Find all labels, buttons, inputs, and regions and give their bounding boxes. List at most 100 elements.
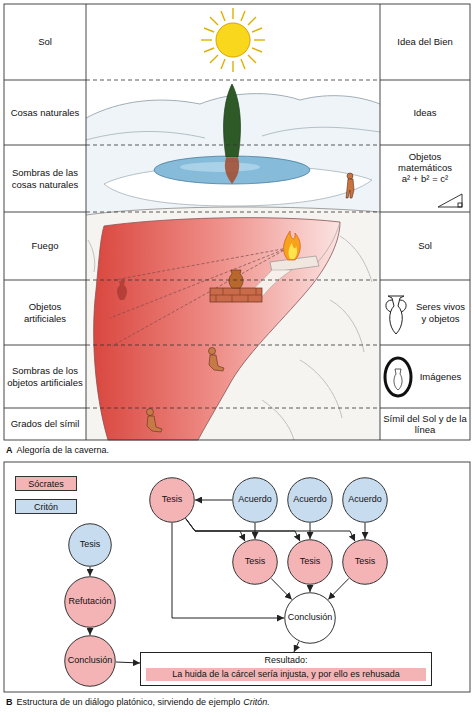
table-lines xyxy=(86,4,87,440)
rock-mass xyxy=(86,207,380,440)
light-rays xyxy=(114,248,288,280)
thesis-circle: Tesis xyxy=(287,539,333,585)
arrow-connector xyxy=(90,567,91,576)
table-lines xyxy=(4,4,470,440)
arrow-connector xyxy=(365,523,366,539)
node-text: Tesis xyxy=(80,540,101,550)
node-text: Ideas xyxy=(413,107,436,118)
thesis-circle: Tesis xyxy=(68,523,112,567)
triangle-icon xyxy=(438,194,462,207)
sun xyxy=(201,8,265,72)
arrow-connector xyxy=(116,662,140,663)
cave-path xyxy=(318,222,340,262)
circle-outline xyxy=(69,524,112,567)
prisoner xyxy=(147,416,162,432)
sun xyxy=(210,55,218,63)
node-text: Imágenes xyxy=(420,371,462,382)
refutation-circle: Refutación xyxy=(64,576,116,628)
lake xyxy=(154,156,310,184)
sun xyxy=(252,28,262,32)
level-label: Grados del símil xyxy=(4,408,86,440)
node-subtext: a² + b² = c² xyxy=(402,173,448,184)
arrow-connector xyxy=(172,523,284,618)
node-text: Objetos artificiales xyxy=(7,301,83,323)
vase-icon xyxy=(386,300,406,312)
arrow-connector xyxy=(328,578,349,599)
analogy-label: Seres vivos y objetos xyxy=(380,280,470,345)
analogy-label: Ideas xyxy=(380,80,470,145)
sun xyxy=(201,8,265,72)
circle-outline xyxy=(288,540,333,585)
prisoner xyxy=(147,409,154,416)
node-text: Grados del símil xyxy=(11,418,80,429)
sun xyxy=(232,61,233,72)
rock-mass xyxy=(86,207,380,440)
arrow-connector xyxy=(294,642,299,653)
node-text: Sombras de los objetos artificiales xyxy=(7,365,83,387)
node-text: Sol xyxy=(38,36,52,47)
node-text: Acuerdo xyxy=(348,495,382,505)
table-lines xyxy=(4,80,470,408)
vase-icon xyxy=(388,296,404,334)
sun xyxy=(254,39,265,40)
caption-letter: B xyxy=(6,697,13,707)
circle-outline xyxy=(343,478,388,523)
cypress-tree xyxy=(224,84,241,157)
prisoner xyxy=(209,355,224,371)
table-lines xyxy=(380,4,381,440)
wall xyxy=(210,288,262,302)
cypress-tree xyxy=(224,84,241,157)
conclusion-circle: Conclusión xyxy=(64,635,116,687)
prisoner xyxy=(209,348,216,355)
node-text: Conclusión xyxy=(288,613,333,623)
arrow-connector xyxy=(310,585,311,592)
cave xyxy=(117,281,127,300)
level-label: Sol xyxy=(4,4,86,80)
node-text: Refutación xyxy=(68,597,111,607)
node-text: Idea del Bien xyxy=(397,36,452,47)
figure-caption: BEstructura de un diálogo platónico, sir… xyxy=(6,696,270,708)
arrow-connector xyxy=(271,578,292,599)
node-text: Objetos matemáticos xyxy=(383,151,467,173)
caption-text: Alegoría de la caverna. xyxy=(17,445,110,455)
node-text: Seres vivos y objetos xyxy=(414,301,467,323)
free-man xyxy=(346,179,354,198)
sun xyxy=(248,55,256,63)
level-label: Cosas naturales xyxy=(4,80,86,145)
arrow-connector xyxy=(186,519,355,542)
triangle-icon xyxy=(438,194,462,207)
node-text: Cosas naturales xyxy=(11,107,80,118)
cave xyxy=(94,218,340,440)
triangle-icon xyxy=(458,203,462,207)
analogy-label: Símil del Sol y de la línea xyxy=(380,408,470,440)
node-text: Fuego xyxy=(32,240,59,251)
sun xyxy=(252,48,262,52)
analogy-label: Imágenes xyxy=(380,345,470,408)
caption-letter: A xyxy=(6,445,13,455)
table-lines xyxy=(4,4,470,692)
wall xyxy=(210,288,262,302)
legend-label: Sócrates xyxy=(28,479,64,489)
lake xyxy=(225,158,239,184)
node-text: Tesis xyxy=(355,557,376,567)
sun xyxy=(204,48,214,52)
node-text: Tesis xyxy=(162,495,183,505)
conclusion-circle: Conclusión xyxy=(284,592,336,644)
level-label: Sombras de los objetos artificiales xyxy=(4,345,86,408)
table-lines xyxy=(86,80,380,408)
circle-outline xyxy=(233,540,278,585)
wall xyxy=(210,288,262,302)
circle-outline xyxy=(288,478,333,523)
agreement-circle: Acuerdo xyxy=(232,477,278,523)
thesis-circle: Tesis xyxy=(149,477,195,523)
landscape xyxy=(86,132,205,141)
circle-outline xyxy=(285,593,336,644)
node-text: Sol xyxy=(418,240,432,251)
image-icon xyxy=(394,369,402,390)
result-box: Resultado:La huida de la cárcel sería in… xyxy=(140,652,432,686)
vase-object xyxy=(229,270,243,288)
image-icon xyxy=(385,358,411,396)
vase-icon xyxy=(386,296,406,334)
sun xyxy=(204,28,214,32)
